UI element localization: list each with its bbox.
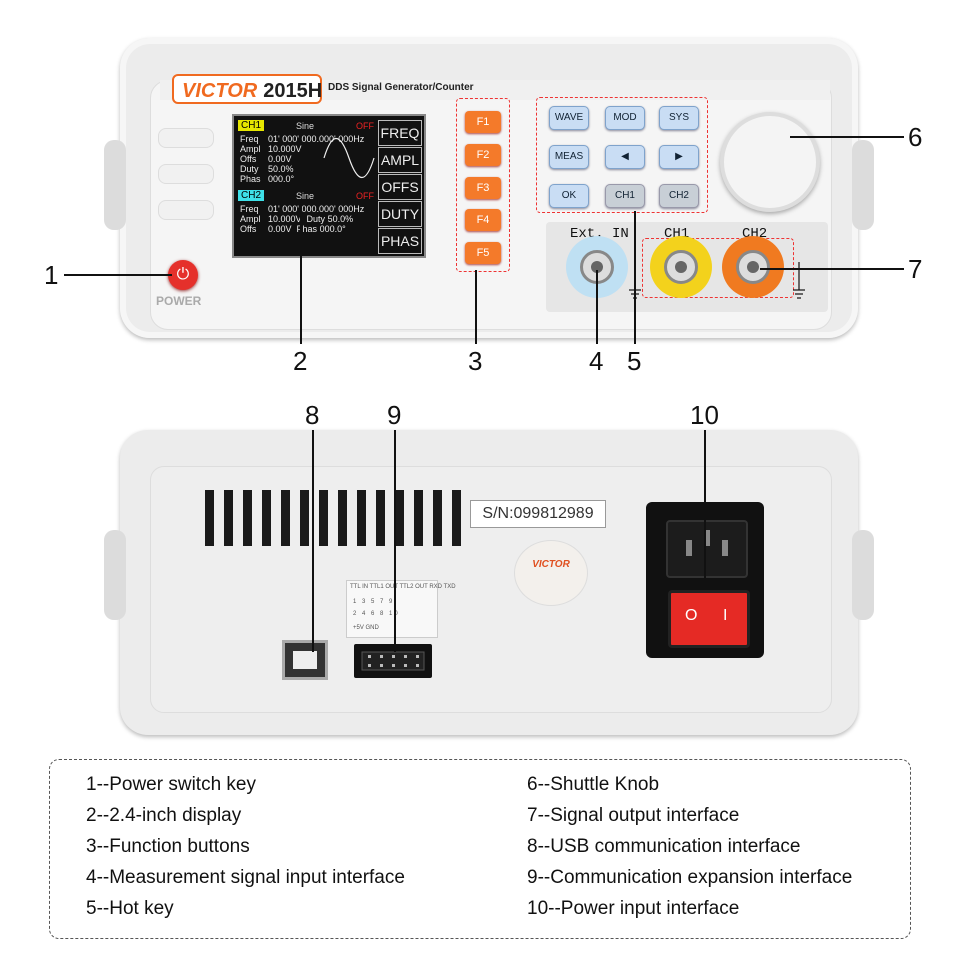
legend-box: 1--Power switch key 2--2.4-inch display …: [49, 759, 911, 939]
leader-line: [790, 136, 904, 138]
power-button[interactable]: ⏻: [168, 260, 198, 290]
callout-5: 5: [627, 346, 642, 376]
legend-item-3: 3--Function buttons: [86, 836, 250, 857]
hot-key-group: WAVE MOD SYS MEAS ◀ ▶ OK CH1 CH2: [536, 97, 708, 213]
legend-item-1: 1--Power switch key: [86, 774, 256, 795]
rocker-power-switch[interactable]: O I: [668, 590, 750, 648]
callout-3: 3: [468, 346, 483, 376]
callout-9: 9: [387, 400, 402, 430]
sine-wave-icon: [323, 137, 375, 179]
iec-power-socket[interactable]: [666, 520, 748, 578]
legend-item-9: 9--Communication expansion interface: [527, 867, 853, 888]
switch-off-symbol: O: [685, 607, 698, 624]
f4-button[interactable]: F4: [465, 209, 501, 231]
softkey-ampl[interactable]: AMPL: [378, 147, 422, 173]
usb-b-port[interactable]: [282, 640, 328, 680]
shuttle-knob[interactable]: [720, 112, 820, 212]
legend-item-5: 5--Hot key: [86, 898, 174, 919]
model-name: 2015H: [263, 80, 323, 102]
callout-7: 7: [908, 254, 923, 284]
ch1-state: OFF: [356, 121, 374, 131]
f2-button[interactable]: F2: [465, 144, 501, 166]
f1-button[interactable]: F1: [465, 111, 501, 133]
instrument-subtitle: DDS Signal Generator/Counter: [328, 82, 474, 93]
softkey-offs[interactable]: OFFS: [378, 174, 422, 200]
f5-button[interactable]: F5: [465, 242, 501, 264]
legend-item-7: 7--Signal output interface: [527, 805, 740, 826]
callout-1: 1: [44, 260, 59, 290]
legend-item-10: 10--Power input interface: [527, 898, 740, 919]
leader-line: [300, 200, 302, 344]
meas-button[interactable]: MEAS: [549, 145, 589, 169]
leader-line: [394, 430, 396, 652]
brand-name: VICTOR: [182, 80, 258, 102]
right-arrow-button[interactable]: ▶: [659, 145, 699, 169]
softkey-freq[interactable]: FREQ: [378, 120, 422, 146]
ch2-bnc-connector[interactable]: [722, 236, 784, 298]
callout-2: 2: [293, 346, 308, 376]
title-strip: [160, 80, 830, 100]
mod-button[interactable]: MOD: [605, 106, 645, 130]
faceplate-grips: [158, 128, 214, 228]
callout-4: 4: [589, 346, 604, 376]
leader-line: [312, 430, 314, 652]
legend-item-8: 8--USB communication interface: [527, 836, 801, 857]
callout-8: 8: [305, 400, 320, 430]
expansion-header-port[interactable]: [354, 644, 432, 678]
legend-item-2: 2--2.4-inch display: [86, 805, 242, 826]
softkey-duty[interactable]: DUTY: [378, 201, 422, 227]
power-label: POWER: [156, 294, 202, 308]
ok-button[interactable]: OK: [549, 184, 589, 208]
callout-6: 6: [908, 122, 923, 152]
leader-line: [64, 274, 172, 276]
leader-line: [475, 270, 477, 344]
softkey-phas[interactable]: PHAS: [378, 228, 422, 254]
switch-on-symbol: I: [723, 607, 728, 624]
leader-line: [760, 268, 904, 270]
callout-10: 10: [690, 400, 719, 430]
leader-line: [634, 211, 636, 344]
legend-item-6: 6--Shuttle Knob: [527, 774, 660, 795]
legend-item-4: 4--Measurement signal input interface: [86, 867, 405, 888]
sys-button[interactable]: SYS: [659, 106, 699, 130]
f3-button[interactable]: F3: [465, 177, 501, 199]
ch2-state: OFF: [356, 191, 374, 201]
left-handle: [104, 530, 126, 620]
ch1-wave: Sine: [296, 121, 315, 131]
ground-icon: [793, 262, 805, 299]
ch1-tag: CH1: [238, 120, 265, 131]
right-handle: [852, 530, 874, 620]
ch1-bnc-connector[interactable]: [650, 236, 712, 298]
left-handle: [104, 140, 126, 230]
wave-button[interactable]: WAVE: [549, 106, 589, 130]
left-arrow-button[interactable]: ◀: [605, 145, 645, 169]
leader-line: [704, 430, 706, 580]
ch2-tag: CH2: [238, 190, 265, 201]
pin-map-label: TTL IN TTL1 OUT TTL2 OUT RXD TXD 1 3 5 7…: [346, 580, 456, 638]
serial-number-label: S/N:099812989: [470, 500, 606, 528]
ext-in-bnc-connector[interactable]: [566, 236, 628, 298]
seal-brand: VICTOR: [532, 559, 570, 570]
ch1-button[interactable]: CH1: [605, 184, 645, 208]
ch2-wave: Sine: [296, 191, 315, 201]
function-button-group: F1 F2 F3 F4 F5: [456, 98, 510, 272]
leader-line: [596, 270, 598, 344]
ch2-button[interactable]: CH2: [659, 184, 699, 208]
qc-seal: VICTOR: [514, 540, 588, 606]
right-handle: [852, 140, 874, 230]
